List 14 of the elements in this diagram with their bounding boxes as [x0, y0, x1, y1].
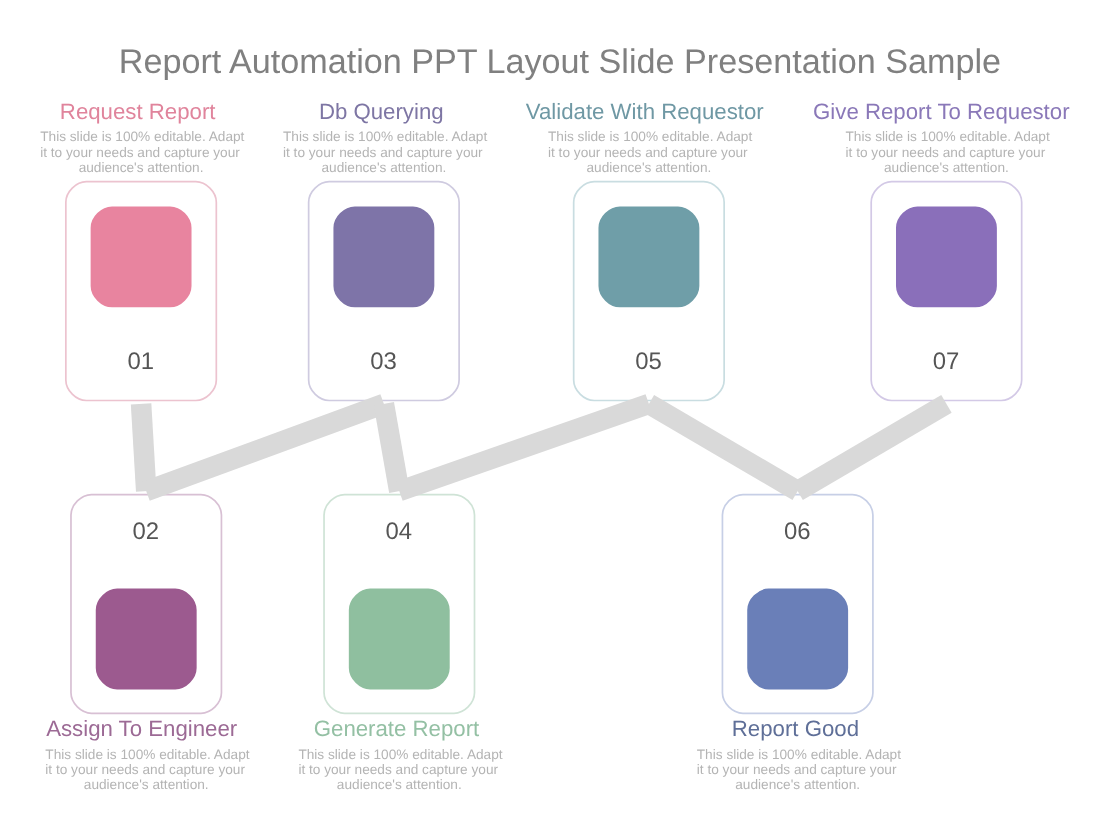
connector: [373, 401, 410, 492]
connector: [395, 393, 653, 500]
node-label: Assign To Engineer: [46, 717, 238, 742]
node-label: Give Report To Requestor: [813, 100, 1070, 125]
node-label: Request Report: [59, 100, 216, 125]
connector: [130, 402, 157, 491]
connector: [142, 393, 388, 500]
connector: [792, 394, 952, 499]
diagram-title: Report Automation PPT Layout Slide Presentation Sample: [118, 42, 1002, 81]
node-label: Generate Report: [313, 717, 480, 742]
connector: [643, 394, 803, 499]
node-label: Db Querying: [318, 100, 444, 125]
node-label: Report Good: [731, 717, 860, 742]
node-label: Validate With Requestor: [525, 100, 764, 125]
